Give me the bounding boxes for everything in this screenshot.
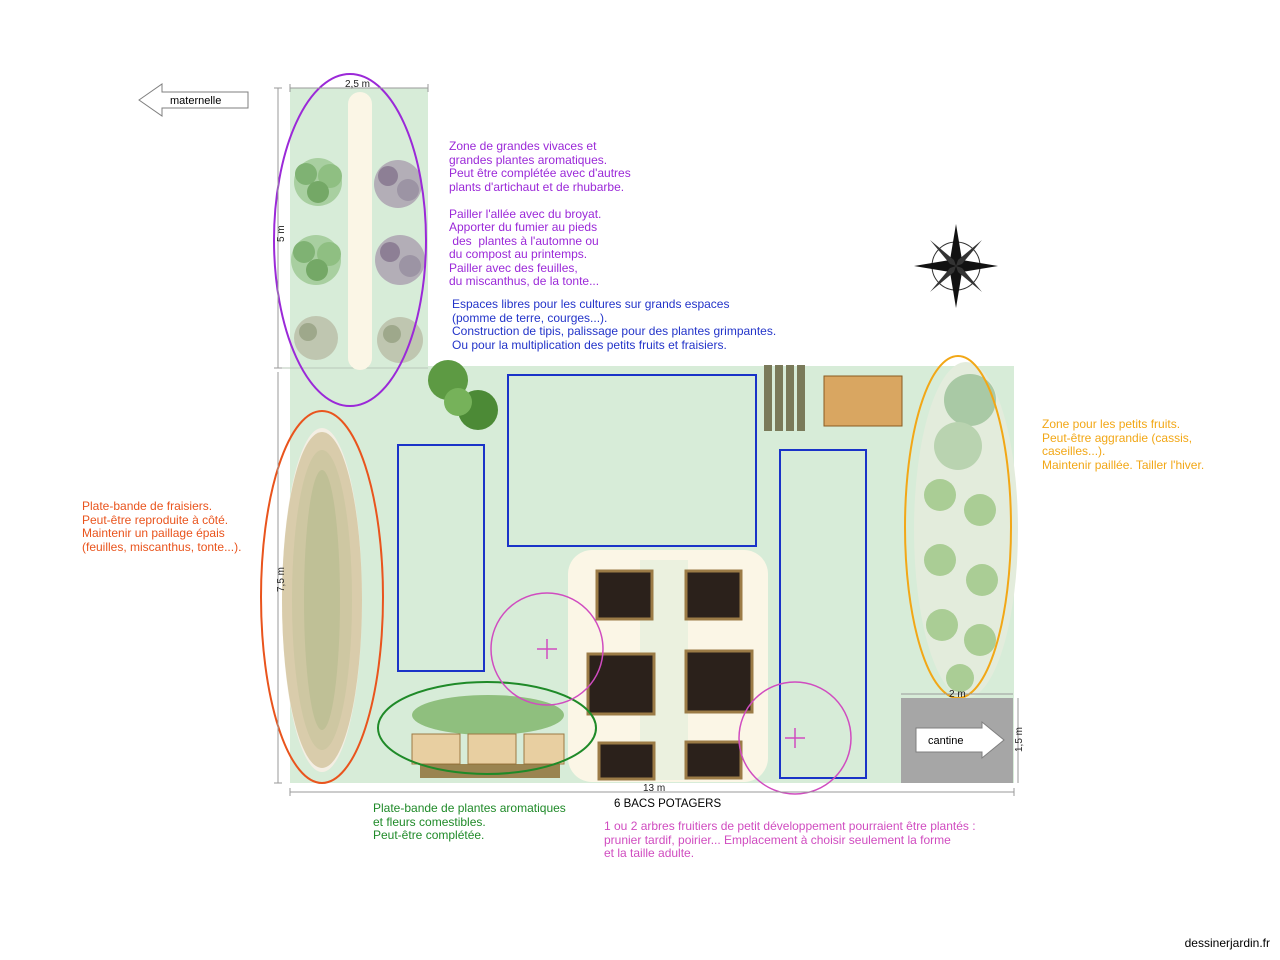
note-line: des plantes à l'automne ou [449,233,599,248]
fruit-tree-circle [490,592,604,706]
note-line: Ou pour la multiplication des petits fru… [452,337,727,352]
vegetable-bed [597,741,656,781]
dim-cantine-width: 2 m [949,689,966,700]
free-space-right [779,449,867,779]
note-line: grandes plantes aromatiques. [449,152,608,167]
credit-text: dessinerjardin.fr [1184,936,1270,950]
note-line: Espaces libres pour les cultures sur gra… [452,297,730,311]
note-line: (pomme de terre, courges...). [452,310,608,325]
note-fruits: Zone pour les petits fruits.Peut-être ag… [1042,417,1205,472]
dimension-lines [274,84,1019,796]
note-line: caseilles...). [1042,444,1106,458]
note-espaces: Espaces libres pour les cultures sur gra… [452,297,777,352]
vivaces-plants [291,158,425,363]
note-line: 1 ou 2 arbres fruitiers de petit dévelop… [604,819,976,833]
note-line: Maintenir paillée. Tailler l'hiver. [1042,457,1205,472]
note-line: (feuilles, miscanthus, tonte...). [82,539,242,554]
note-arbres: 1 ou 2 arbres fruitiers de petit dévelop… [604,819,976,861]
note-line: Zone pour les petits fruits. [1042,417,1181,431]
vegetable-bed [684,740,743,780]
crate-icon [467,733,517,765]
note-line: Construction de tipis, palissage pour de… [452,324,777,338]
compass-rose-icon [914,224,998,308]
rhubarb-plant-icon [294,158,342,206]
note-line: Peut-être aggrandie (cassis, [1042,430,1193,445]
note-line [449,194,631,208]
note-line: du miscanthus, de la tonte... [449,274,600,288]
fruit-tree-circle [738,681,852,795]
strawberry-bed [282,432,362,768]
maternelle-arrow: maternelle [138,83,249,117]
note-line: Pailler avec des feuilles, [449,260,578,275]
note-line: Maintenir un paillage épais [82,526,225,540]
dim-cantine-height: 1,5 m [1014,727,1025,752]
vegetable-beds [586,569,754,781]
cantine-label: cantine [928,735,963,747]
vegetable-bed [684,649,754,714]
aromatiques-zone-outline [377,681,597,775]
small-fruits-bed [914,362,1018,698]
note-line: Zone de grandes vivaces et [449,139,597,153]
aromatic-shrub-icon [377,317,423,363]
free-space-left [397,444,485,672]
vegetable-bed [684,569,743,621]
artichoke-plant-icon [374,160,422,208]
free-space-large [507,374,757,547]
note-line: Plate-bande de plantes aromatiques [373,801,566,815]
bacs-label: 6 BACS POTAGERS [614,798,721,810]
note-line: Peut être complétée avec d'autres [449,166,631,180]
rhubarb-plant-icon [291,235,341,285]
note-fraisiers: Plate-bande de fraisiers.Peut-être repro… [82,499,242,554]
fraisiers-zone-outline [260,410,384,784]
top-path [348,92,372,370]
dim-left-height: 7,5 m [276,567,287,592]
maternelle-label: maternelle [170,95,221,107]
note-line: Pailler l'allée avec du broyat. [449,206,602,221]
note-line: Apporter du fumier au pieds [449,220,598,234]
vegetable-bed [595,569,654,621]
compost-bin-icon [823,375,903,427]
note-line: et fleurs comestibles. [373,814,486,829]
note-line: plants d'artichaut et de rhubarbe. [449,179,625,194]
note-line: Peut-être complétée. [373,828,485,842]
dim-bottom-width: 13 m [643,783,665,794]
cantine-arrow: cantine [915,720,1005,760]
dim-top-width: 2,5 m [345,79,370,90]
note-line: et la taille adulte. [604,846,695,860]
aromatic-bed [411,695,565,778]
vivaces-zone-outline [273,73,427,407]
note-line: Plate-bande de fraisiers. [82,499,213,513]
vegetable-bed [586,652,656,716]
crate-icon [523,733,565,765]
note-line: prunier tardif, poirier... Emplacement à… [604,832,951,847]
aromatic-shrub-icon [294,316,338,360]
note-line: Peut-être reproduite à côté. [82,512,229,527]
dim-top-height: 5 m [276,225,287,242]
crate-icon [411,733,461,765]
herb-bush-icon [428,360,498,430]
pallet-icon [764,365,805,431]
artichoke-plant-icon [375,235,425,285]
note-line: du compost au printemps. [449,247,588,261]
